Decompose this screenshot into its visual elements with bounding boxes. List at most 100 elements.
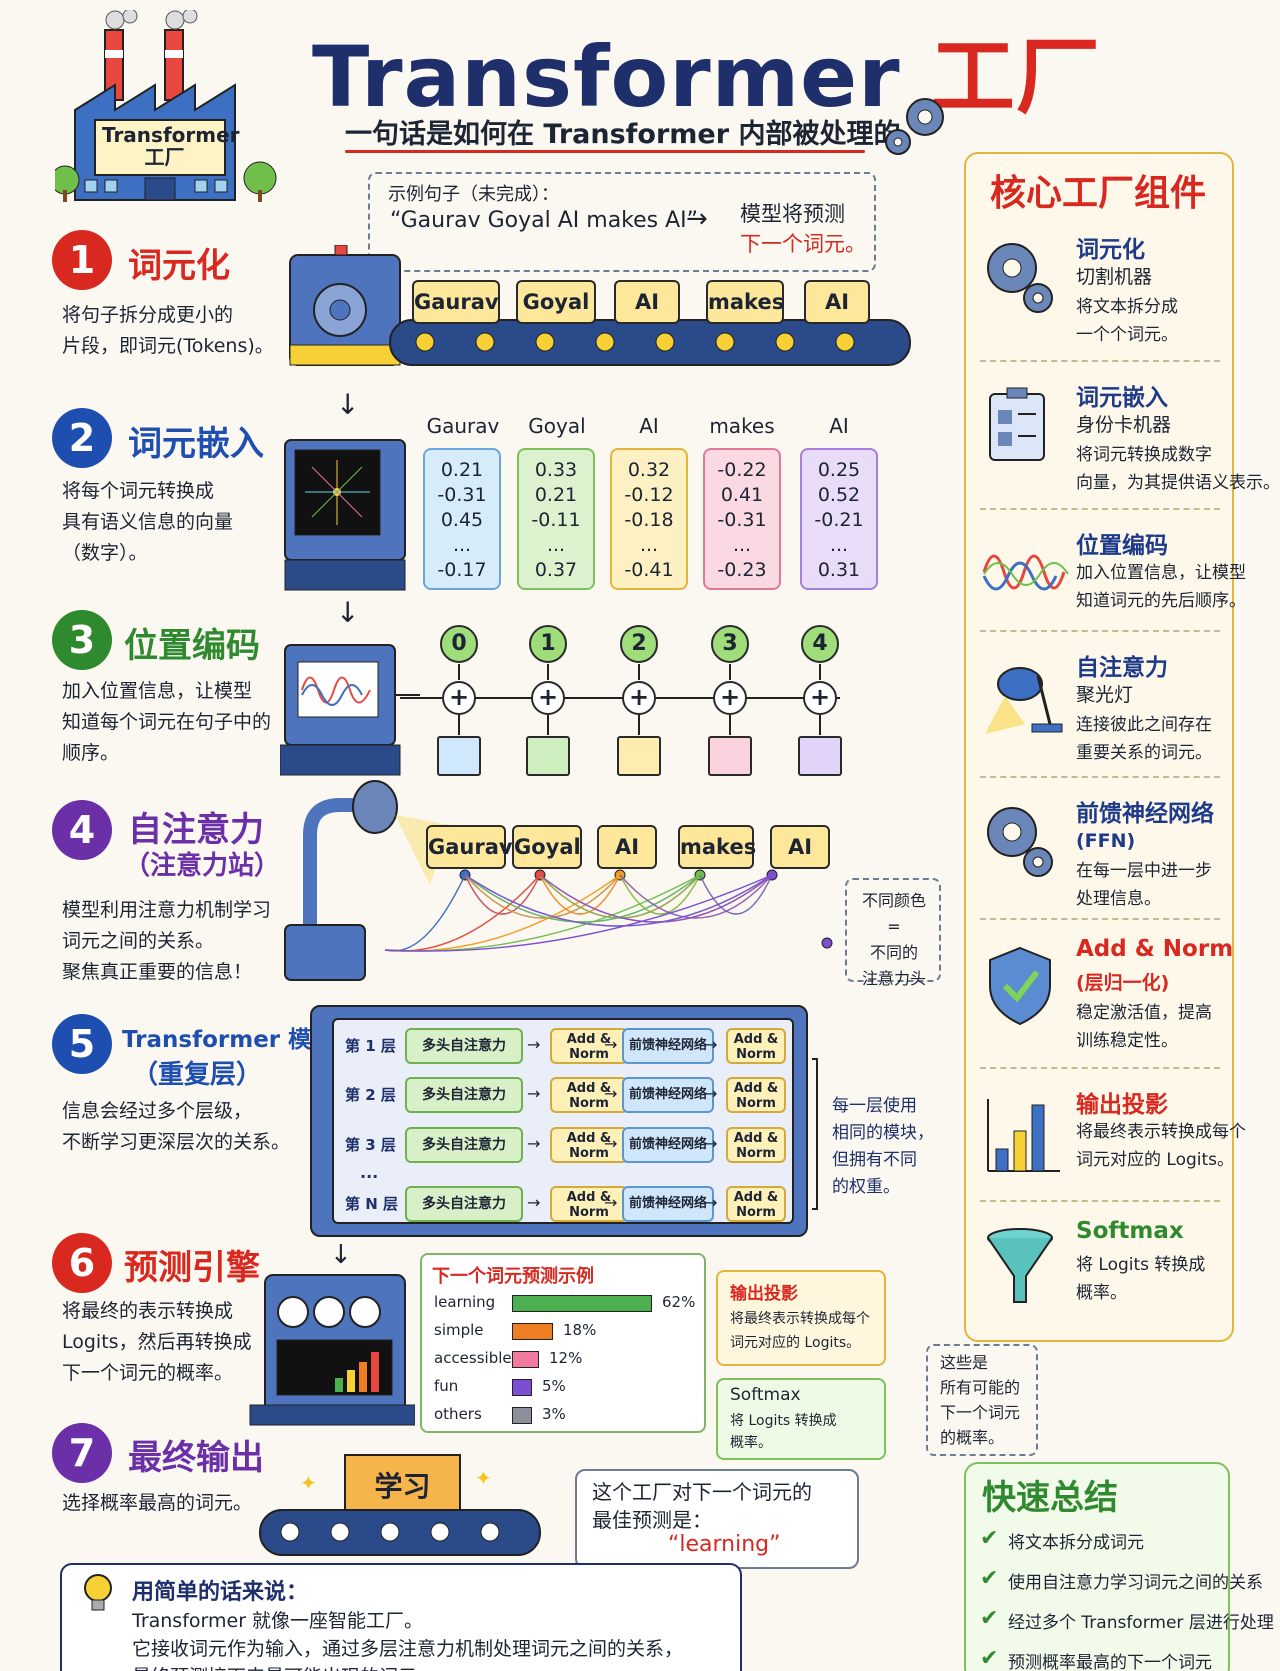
example-box xyxy=(368,172,876,272)
svg-text:✦: ✦ xyxy=(300,1471,317,1495)
layer-flow-arrow: → xyxy=(604,1134,618,1153)
embedding-header: AI xyxy=(829,414,849,438)
attention-token: AI xyxy=(597,825,657,869)
example-predict-1: 模型将预测 xyxy=(740,202,845,226)
check-icon: ✔ xyxy=(980,1646,999,1671)
layer-flow-arrow: → xyxy=(604,1035,618,1054)
embedding-header: Gaurav xyxy=(426,414,500,438)
layer-label: 第 1 层 xyxy=(345,1037,396,1055)
step-4-subtitle: （注意力站） xyxy=(124,851,281,881)
token-box: AI xyxy=(614,280,680,324)
gears-icon xyxy=(980,236,1070,326)
step-5-subtitle: （重复层） xyxy=(132,1060,263,1090)
attention-station xyxy=(284,780,833,981)
component-desc: 在每一层中进一步 xyxy=(1076,861,1212,881)
simple-box xyxy=(60,1563,742,1671)
softmax-box xyxy=(716,1378,886,1460)
layer-label: 第 3 层 xyxy=(345,1136,396,1154)
output-box-word: 学习 xyxy=(374,1470,431,1503)
layer-flow-arrow: → xyxy=(704,1084,718,1103)
components-title: 核心工厂组件 xyxy=(990,173,1207,214)
position-output xyxy=(617,736,661,776)
layer-add-norm-box: Add & Norm xyxy=(550,1127,628,1163)
plus-node: + xyxy=(622,681,656,715)
component-desc: 将文本拆分成 xyxy=(1076,297,1178,317)
attention-note: 不同颜色 =不同的注意力头 xyxy=(861,891,926,988)
prediction-title: 下一个词元预测示例 xyxy=(432,1266,594,1287)
answer-line-1: 这个工厂对下一个词元的 xyxy=(592,1480,812,1504)
flow-arrow-down: ↓ xyxy=(336,596,360,629)
funnel-icon xyxy=(980,1224,1070,1314)
answer-line-2: 最佳预测是： xyxy=(592,1508,712,1532)
attention-note-box xyxy=(845,878,941,982)
logits-desc: 将最终表示转换成每个词元对应的 Logits。 xyxy=(730,1311,870,1351)
component-title: 词元嵌入 xyxy=(1076,385,1168,411)
gears-icon xyxy=(885,98,944,155)
prediction-bar xyxy=(512,1323,553,1340)
subtitle-underline xyxy=(345,150,865,153)
component-divider xyxy=(980,1067,1220,1069)
token-box: makes xyxy=(706,280,784,324)
token-box: AI xyxy=(804,280,870,324)
component-desc: 将词元转换成数字 xyxy=(1076,445,1212,465)
answer-word: “learning” xyxy=(668,1532,781,1557)
logits-title: 输出投影 xyxy=(730,1284,798,1304)
prediction-percent: 18% xyxy=(563,1321,597,1339)
layer-add-norm-box: Add & Norm xyxy=(726,1127,786,1163)
layer-label: 第 N 层 xyxy=(345,1195,398,1213)
layer-flow-arrow: → xyxy=(704,1193,718,1212)
component-subtitle: 聚光灯 xyxy=(1076,684,1134,706)
lightbulb-icon xyxy=(84,1574,112,1611)
title-chinese: 工厂 xyxy=(930,28,1101,126)
prediction-percent: 3% xyxy=(542,1405,566,1423)
title-english: Transformer xyxy=(312,28,901,126)
component-divider xyxy=(980,1200,1220,1202)
layer-flow-arrow: → xyxy=(527,1035,541,1054)
page-subtitle: 一句话是如何在 Transformer 内部被处理的 xyxy=(345,119,901,150)
position-index: 0 xyxy=(440,625,478,663)
layers-note: 每一层使用相同的模块，但拥有不同的权重。 xyxy=(832,1096,934,1197)
component-desc: 重要关系的词元。 xyxy=(1076,743,1212,763)
check-icon: ✔ xyxy=(980,1526,999,1551)
position-output xyxy=(708,736,752,776)
layers-ellipsis: ... xyxy=(360,1163,379,1182)
id-card-icon xyxy=(980,384,1070,474)
attention-link xyxy=(539,874,773,923)
component-subtitle: (FFN) xyxy=(1076,830,1136,852)
component-desc: 稳定激活值，提高 xyxy=(1076,1003,1212,1023)
component-title: Add & Norm xyxy=(1076,936,1234,962)
component-title: Softmax xyxy=(1076,1218,1184,1244)
summary-item: 预测概率最高的下一个词元 xyxy=(1008,1653,1212,1671)
step-7-title: 最终输出 xyxy=(128,1438,264,1478)
component-desc: 词元对应的 Logits。 xyxy=(1076,1150,1235,1170)
token-box: Gaurav xyxy=(412,280,500,324)
layer-ffn-box: 前馈神经网络 xyxy=(622,1028,714,1064)
plus-node: + xyxy=(803,681,837,715)
lamp-icon xyxy=(980,654,1070,744)
layer-flow-arrow: → xyxy=(704,1035,718,1054)
component-title: 位置编码 xyxy=(1076,533,1168,559)
component-desc: 训练稳定性。 xyxy=(1076,1031,1178,1051)
prediction-engine xyxy=(249,1274,415,1426)
attention-node xyxy=(821,937,833,949)
attention-token: AI xyxy=(770,825,830,869)
tokenizer-machine xyxy=(289,245,911,366)
plus-node: + xyxy=(442,681,476,715)
prediction-bar xyxy=(512,1407,532,1424)
position-output xyxy=(437,736,481,776)
component-title: 输出投影 xyxy=(1076,1092,1168,1118)
example-sentence: “Gaurav Goyal AI makes AI” xyxy=(390,208,699,233)
attention-link xyxy=(619,874,701,915)
layer-flow-arrow: → xyxy=(527,1193,541,1212)
plus-node: + xyxy=(531,681,565,715)
summary-item: 经过多个 Transformer 层进行处理 xyxy=(1008,1613,1274,1633)
position-index: 3 xyxy=(711,625,749,663)
layer-add-norm-box: Add & Norm xyxy=(726,1186,786,1222)
prediction-bar xyxy=(512,1351,539,1368)
prediction-percent: 12% xyxy=(549,1349,583,1367)
attention-token: Goyal xyxy=(512,825,582,869)
